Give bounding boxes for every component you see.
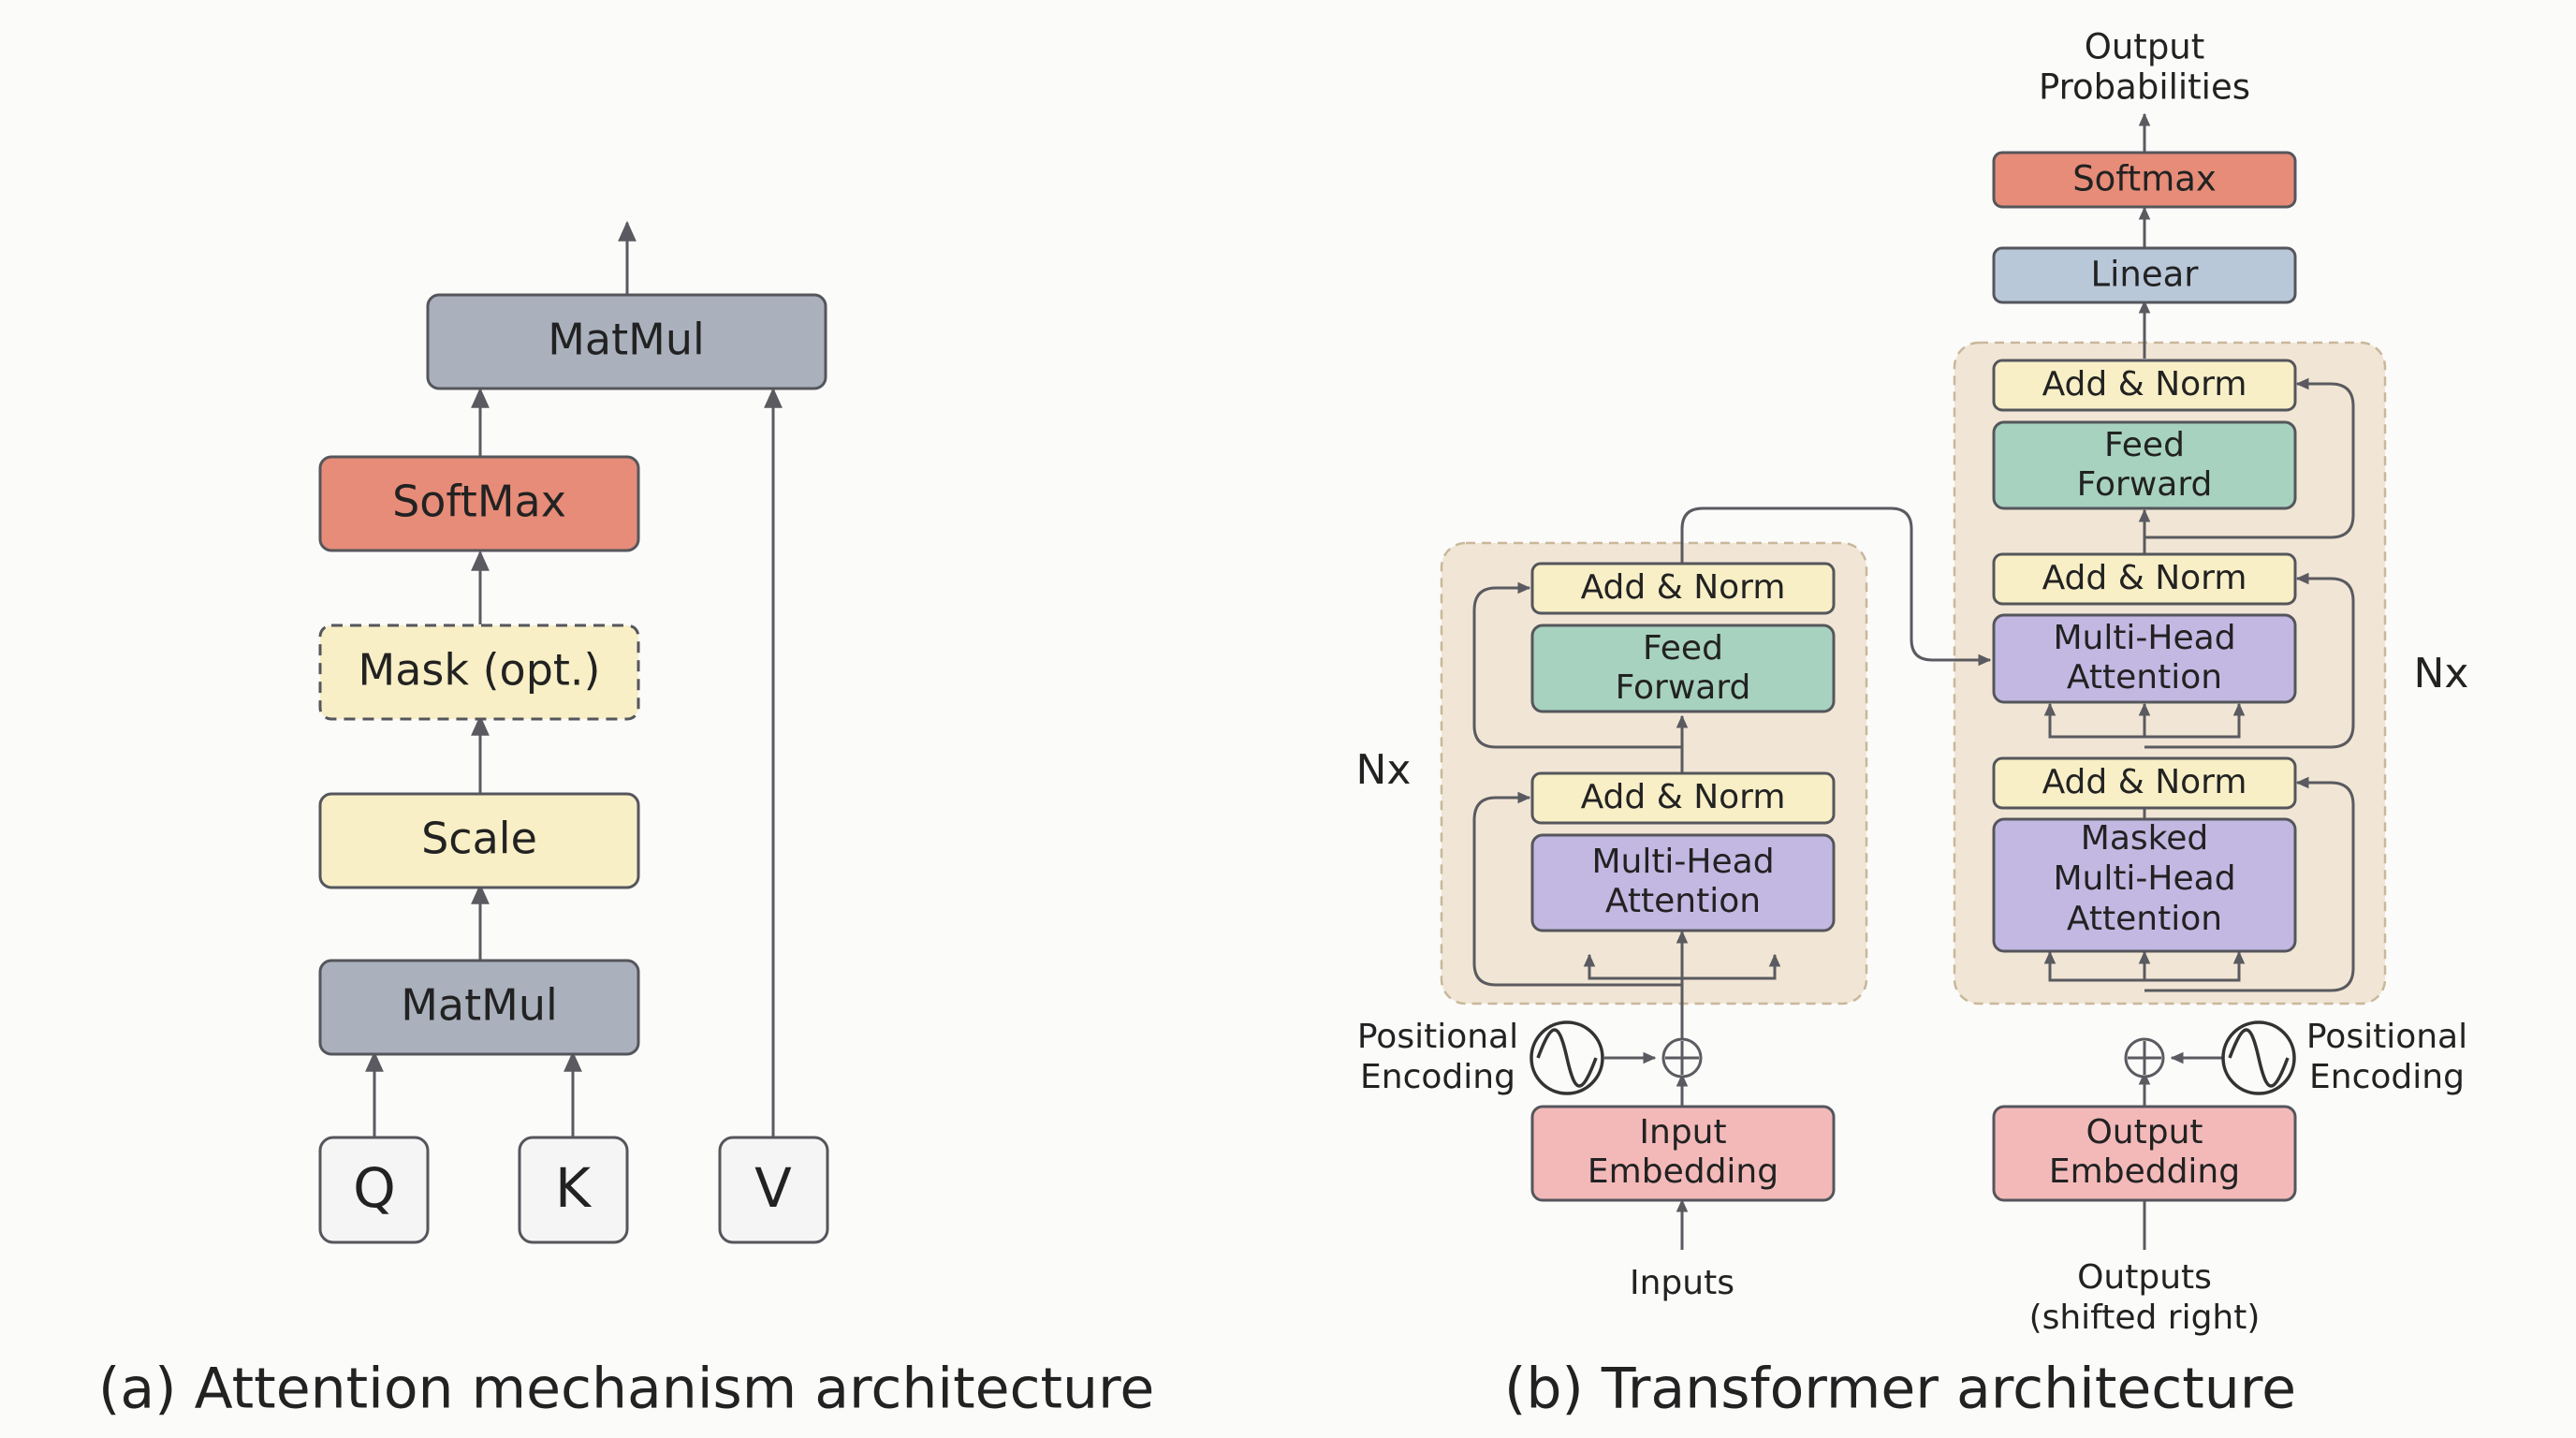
encoder-add-circle: [1661, 1037, 1703, 1078]
softmax-output-label: Softmax: [2072, 159, 2217, 199]
scale-label: Scale: [421, 814, 537, 864]
decoder-nx-label: Nx: [2414, 650, 2469, 697]
transformer-diagram: Output Probabilities Softmax Linear Add …: [1356, 27, 2469, 1422]
encoder-mha-line1: Multi-Head: [1591, 843, 1774, 881]
decoder-mha-line2: Attention: [2067, 658, 2222, 697]
decoder-mha-line1: Multi-Head: [2053, 619, 2235, 657]
k-input-box: K: [518, 1136, 629, 1244]
input-embedding-line1: Input: [1639, 1113, 1726, 1152]
output-probabilities-line2: Probabilities: [2039, 67, 2250, 108]
decoder-feed-forward: Feed Forward: [1992, 420, 2297, 510]
scale-box: Scale: [318, 792, 640, 889]
transformer-caption: (b) Transformer architecture: [1504, 1357, 2296, 1422]
mask-label: Mask (opt.): [359, 645, 601, 696]
attention-diagram: MatMul SoftMax Mask (opt.) Scale MatMul …: [98, 220, 1154, 1422]
attention-caption: (a) Attention mechanism architecture: [98, 1357, 1154, 1422]
linear-label: Linear: [2091, 255, 2200, 295]
encoder-pos-enc-line1: Positional: [1357, 1018, 1518, 1056]
attention-arrows: [365, 220, 783, 1137]
decoder-masked-attention: Masked Multi-Head Attention: [1992, 817, 2297, 953]
encoder-multi-head-attention: Multi-Head Attention: [1530, 833, 1836, 932]
decoder-add-norm-1: Add & Norm: [1992, 756, 2297, 810]
encoder-add-norm-1: Add & Norm: [1530, 771, 1836, 825]
encoder-feed-forward: Feed Forward: [1530, 624, 1836, 713]
transformer-arrows: [1472, 112, 2355, 1250]
k-label: K: [555, 1156, 593, 1220]
softmax-output-box: Softmax: [1992, 151, 2297, 209]
encoder-add-norm-2: Add & Norm: [1530, 562, 1836, 615]
encoder-ff-line2: Forward: [1616, 668, 1751, 707]
decoder-ff-line1: Feed: [2104, 426, 2185, 464]
decoder-multi-head-attention: Multi-Head Attention: [1992, 613, 2297, 704]
output-embedding-box: Output Embedding: [1992, 1105, 2297, 1202]
encoder-pos-enc-line2: Encoding: [1360, 1058, 1515, 1096]
decoder-ff-line2: Forward: [2077, 465, 2213, 504]
masked-attn-line2: Multi-Head: [2053, 859, 2235, 898]
decoder-pos-enc-line1: Positional: [2306, 1018, 2467, 1056]
input-embedding-box: Input Embedding: [1530, 1105, 1836, 1202]
output-probabilities-line1: Output: [2085, 27, 2205, 67]
input-embedding-line2: Embedding: [1588, 1152, 1778, 1191]
masked-attn-line3: Attention: [2067, 900, 2222, 938]
encoder-add-norm-2-label: Add & Norm: [1581, 568, 1786, 607]
decoder-add-circle: [2124, 1037, 2165, 1078]
matmul-bottom-label: MatMul: [401, 980, 558, 1031]
decoder-add-norm-3: Add & Norm: [1992, 359, 2297, 412]
encoder-sine-wave-icon: [1530, 1020, 1604, 1095]
matmul-top-box: MatMul: [426, 293, 827, 390]
softmax-label: SoftMax: [392, 477, 566, 527]
masked-attn-line1: Masked: [2081, 819, 2208, 858]
output-embedding-line2: Embedding: [2049, 1152, 2240, 1191]
encoder-mha-line2: Attention: [1605, 882, 1761, 920]
output-embedding-line1: Output: [2086, 1113, 2203, 1152]
matmul-top-label: MatMul: [548, 315, 705, 365]
encoder-nx-label: Nx: [1356, 746, 1412, 794]
decoder-add-norm-1-label: Add & Norm: [2042, 763, 2247, 801]
q-input-box: Q: [318, 1136, 430, 1244]
encoder-add-norm-1-label: Add & Norm: [1581, 778, 1786, 816]
outputs-label-line1: Outputs: [2077, 1258, 2212, 1297]
decoder-pos-enc-line2: Encoding: [2309, 1058, 2465, 1096]
matmul-bottom-box: MatMul: [318, 959, 640, 1056]
q-label: Q: [353, 1156, 396, 1220]
decoder-add-norm-3-label: Add & Norm: [2042, 365, 2247, 404]
encoder-ff-line1: Feed: [1643, 629, 1723, 668]
inputs-label: Inputs: [1630, 1264, 1734, 1302]
decoder-add-norm-2: Add & Norm: [1992, 552, 2297, 606]
outputs-label-line2: (shifted right): [2029, 1299, 2261, 1337]
softmax-box: SoftMax: [318, 455, 640, 552]
v-label: V: [754, 1156, 792, 1220]
decoder-add-norm-2-label: Add & Norm: [2042, 559, 2247, 597]
mask-box: Mask (opt.): [318, 624, 640, 721]
v-input-box: V: [718, 1136, 829, 1244]
linear-box: Linear: [1992, 246, 2297, 304]
decoder-sine-wave-icon: [2221, 1020, 2296, 1095]
